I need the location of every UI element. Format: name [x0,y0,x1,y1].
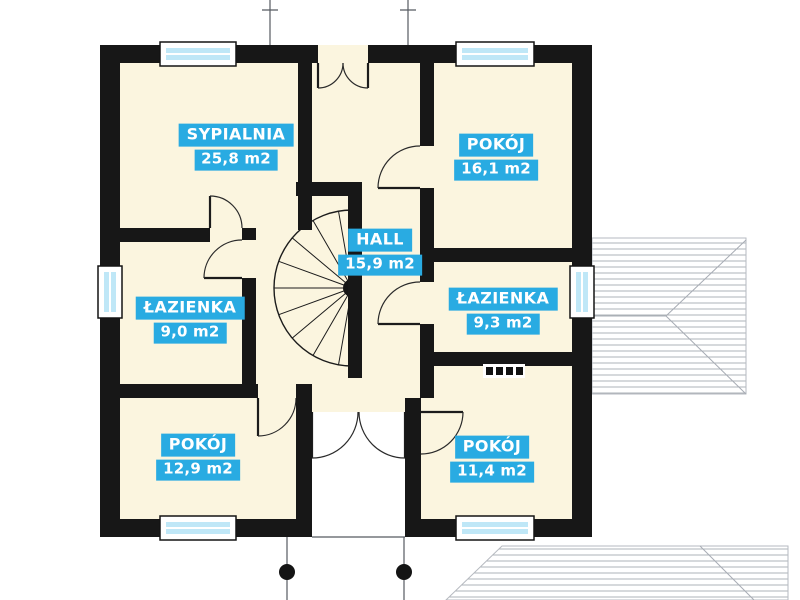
window-right [569,265,595,319]
balcony-recess [312,412,405,537]
window-bottom-left [159,515,237,541]
terrace-post [279,564,295,580]
interior-walls [120,63,572,398]
window-top-left [159,41,237,67]
window-top-right [455,41,535,67]
vent-marks [483,364,525,378]
window-left [97,265,123,319]
roof-hatching-bottom [445,545,789,600]
upper-balcony-lines [262,0,416,45]
door-arcs [203,62,464,459]
terrace-posts [279,536,412,600]
roof-hatching-right [591,237,747,395]
terrace-post [396,564,412,580]
window-bottom-right [455,515,535,541]
